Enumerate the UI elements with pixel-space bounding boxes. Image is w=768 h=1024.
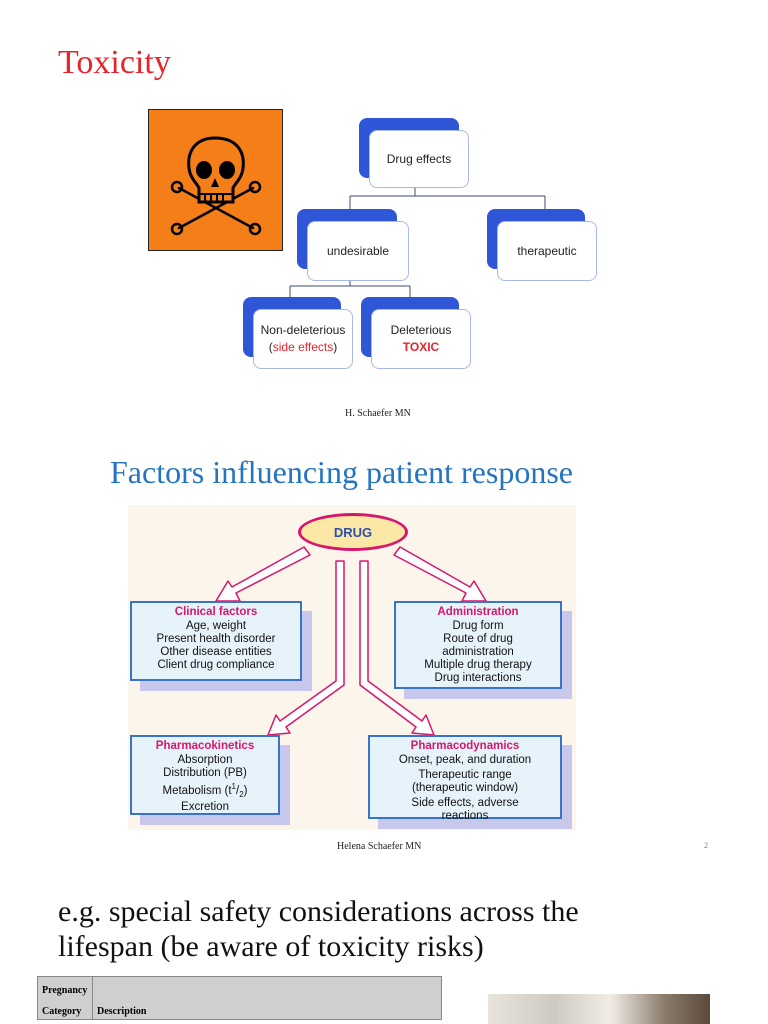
slide2-credit: Helena Schaefer MN [337, 841, 422, 852]
tree-connectors [289, 186, 546, 298]
node-therapeutic: therapeutic [487, 209, 597, 281]
pk-metabolism: Metabolism (t1/2) [162, 782, 248, 800]
drug-hub: DRUG [298, 513, 408, 551]
pharmacokinetics-box: Pharmacokinetics Absorption Distribution… [130, 735, 280, 815]
metab-text: Metabolism (t [162, 784, 232, 797]
slide3-heading: e.g. special safety considerations acros… [58, 894, 718, 964]
side-effects-text: side effects [272, 340, 334, 354]
administration-head: Administration [437, 606, 519, 618]
metab-sub: 2 [239, 790, 244, 800]
clinical-item: Age, weight [185, 620, 247, 632]
table-header-description: Description [92, 976, 442, 1020]
node-deleterious-label: Deleterious [390, 323, 452, 337]
slide3-heading-line2: lifespan (be aware of toxicity risks) [58, 930, 484, 963]
pd-item: Onset, peak, and duration [398, 754, 532, 766]
node-drug-effects: Drug effects [359, 118, 469, 190]
pregnancy-category-table: Pregnancy Category Description [37, 976, 442, 1020]
clinical-factors-head: Clinical factors [174, 606, 258, 618]
paren-open: ( [268, 340, 273, 354]
skull-crossbones-icon [170, 136, 262, 236]
node-undesirable: undesirable [297, 209, 409, 281]
node-side-effects-line: (side effects) [269, 339, 337, 356]
table-header-category: Pregnancy Category [37, 976, 93, 1020]
photo-thumbnail [488, 994, 710, 1024]
slide1-title: Toxicity [58, 44, 171, 81]
pk-item: Excretion [181, 801, 229, 814]
pd-item: Therapeutic range (therapeutic window) [411, 769, 519, 794]
diagram-arrows [215, 546, 487, 736]
node-undesirable-label: undesirable [326, 243, 390, 258]
metab-close: ) [243, 784, 248, 797]
metab-sup: 1 [231, 782, 236, 791]
pk-item: Distribution (PB) [163, 767, 247, 779]
node-non-deleterious-label: Non-deleterious [260, 323, 346, 337]
node-non-deleterious: Non-deleterious (side effects) [243, 297, 353, 370]
administration-box: Administration Drug form Route of drug a… [394, 601, 562, 689]
slide3-heading-line1: e.g. special safety considerations acros… [58, 895, 579, 928]
slide2-title: Factors influencing patient response [110, 454, 573, 490]
hazard-symbol [148, 109, 283, 251]
pharmacodynamics-box: Pharmacodynamics Onset, peak, and durati… [368, 735, 562, 822]
slide1-credit: H. Schaefer MN [345, 408, 411, 419]
pk-item: Absorption [177, 754, 233, 766]
clinical-item: Other disease entities [160, 646, 272, 658]
node-drug-effects-label: Drug effects [386, 151, 452, 166]
clinical-item: Present health disorder [156, 633, 276, 645]
administration-item: Route of drug administration [442, 633, 514, 658]
node-therapeutic-label: therapeutic [517, 243, 577, 258]
node-deleterious: Deleterious TOXIC [361, 297, 471, 370]
pd-item: Side effects, adverse reactions [411, 797, 519, 822]
administration-item: Drug form [452, 620, 504, 632]
drug-hub-label: DRUG [333, 524, 373, 540]
header-category: Category [42, 1006, 82, 1017]
pharmacodynamics-head: Pharmacodynamics [410, 740, 520, 752]
clinical-item: Client drug compliance [157, 659, 275, 671]
administration-item: Multiple drug therapy [424, 659, 532, 671]
clinical-factors-box: Clinical factors Age, weight Present hea… [130, 601, 302, 681]
page-number: 2 [704, 841, 708, 850]
table-header-row: Pregnancy Category Description [37, 976, 442, 1020]
paren-close: ) [333, 340, 338, 354]
toxic-label: TOXIC [402, 340, 440, 354]
factors-diagram: DRUG Clinical factors Age, weight Presen… [128, 505, 576, 830]
header-pregnancy: Pregnancy [42, 985, 88, 996]
pharmacokinetics-head: Pharmacokinetics [155, 740, 255, 752]
administration-item: Drug interactions [434, 672, 522, 684]
